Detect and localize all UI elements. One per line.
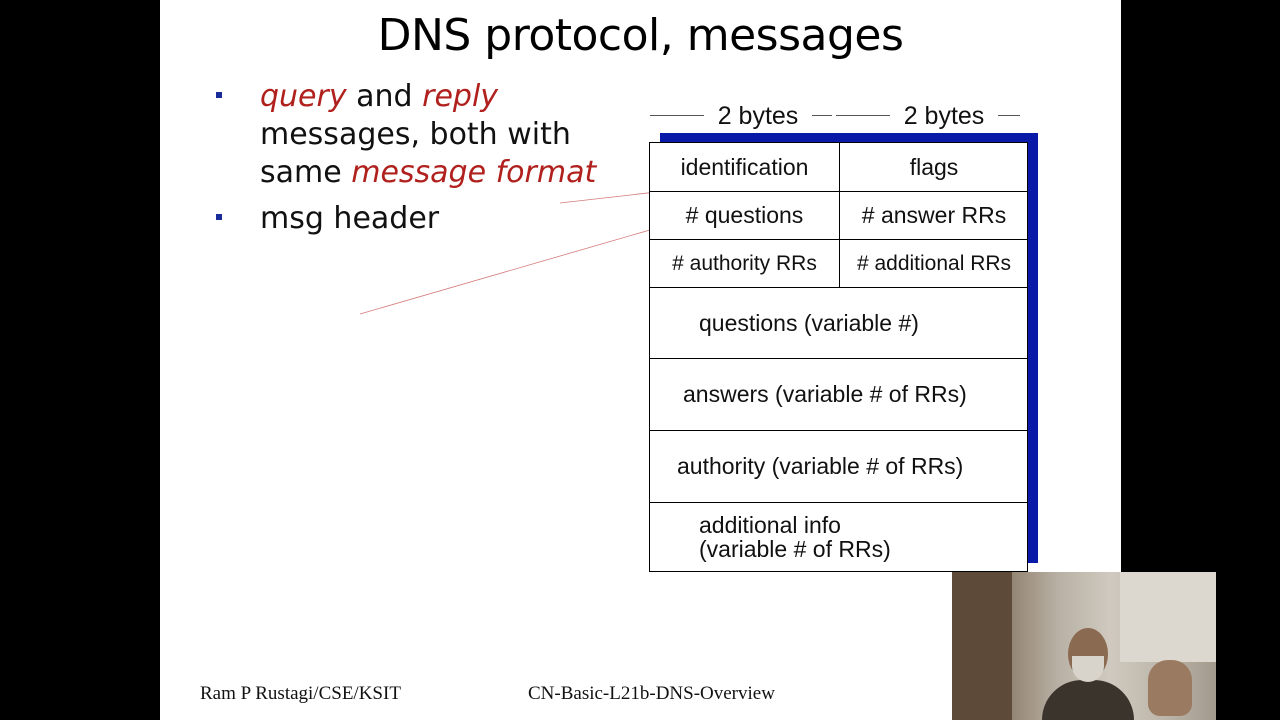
slide: DNS protocol, messages query and reply m… (160, 0, 1121, 720)
section-additional-line2: (variable # of RRs) (699, 536, 891, 562)
byte-line-left-a (650, 115, 704, 116)
and-text: and (346, 79, 423, 114)
byte-line-left-b (812, 115, 832, 116)
bullet-list: query and reply messages, both with same… (216, 78, 636, 246)
byte-line-right-b (998, 115, 1020, 116)
video-window (1120, 572, 1216, 662)
presenter-video (952, 572, 1216, 720)
byte-label-right: 2 bytes (903, 102, 985, 130)
section-additional: additional info (variable # of RRs) (650, 503, 1027, 571)
presenter-beard (1072, 656, 1104, 682)
footer-lecture: CN-Basic-L21b-DNS-Overview (528, 683, 775, 704)
dns-message-format-diagram: identification flags # questions # answe… (649, 142, 1028, 572)
slide-title: DNS protocol, messages (377, 10, 904, 61)
query-text: query (260, 79, 347, 114)
field-answer-rrs: # answer RRs (840, 192, 1028, 240)
bullet-item-header: msg header (216, 200, 636, 238)
section-additional-line1: additional info (699, 512, 841, 538)
bullet-item-format: query and reply messages, both with same… (216, 78, 636, 192)
field-questions-count: # questions (650, 192, 840, 240)
reply-text: reply (422, 79, 499, 114)
presenter-hand (1148, 660, 1192, 716)
video-wall (952, 572, 1012, 720)
message-format-text: message format (351, 155, 597, 190)
section-authority: authority (variable # of RRs) (650, 431, 1027, 503)
presenter-body (1042, 680, 1134, 720)
msg-header-text: msg header (260, 201, 440, 236)
section-questions: questions (variable #) (650, 288, 1027, 359)
bullet-marker (216, 214, 222, 220)
section-answers: answers (variable # of RRs) (650, 359, 1027, 431)
field-authority-rrs: # authority RRs (650, 240, 840, 288)
bullet-marker (216, 92, 222, 98)
field-identification: identification (650, 143, 840, 192)
bullet-line-2: messages, both with (260, 117, 571, 152)
byte-line-right-a (836, 115, 890, 116)
field-additional-rrs: # additional RRs (840, 240, 1028, 288)
bullet-line-3a: same (260, 155, 352, 190)
footer-author: Ram P Rustagi/CSE/KSIT (200, 683, 401, 704)
byte-label-left: 2 bytes (717, 102, 799, 130)
field-flags: flags (840, 143, 1028, 192)
